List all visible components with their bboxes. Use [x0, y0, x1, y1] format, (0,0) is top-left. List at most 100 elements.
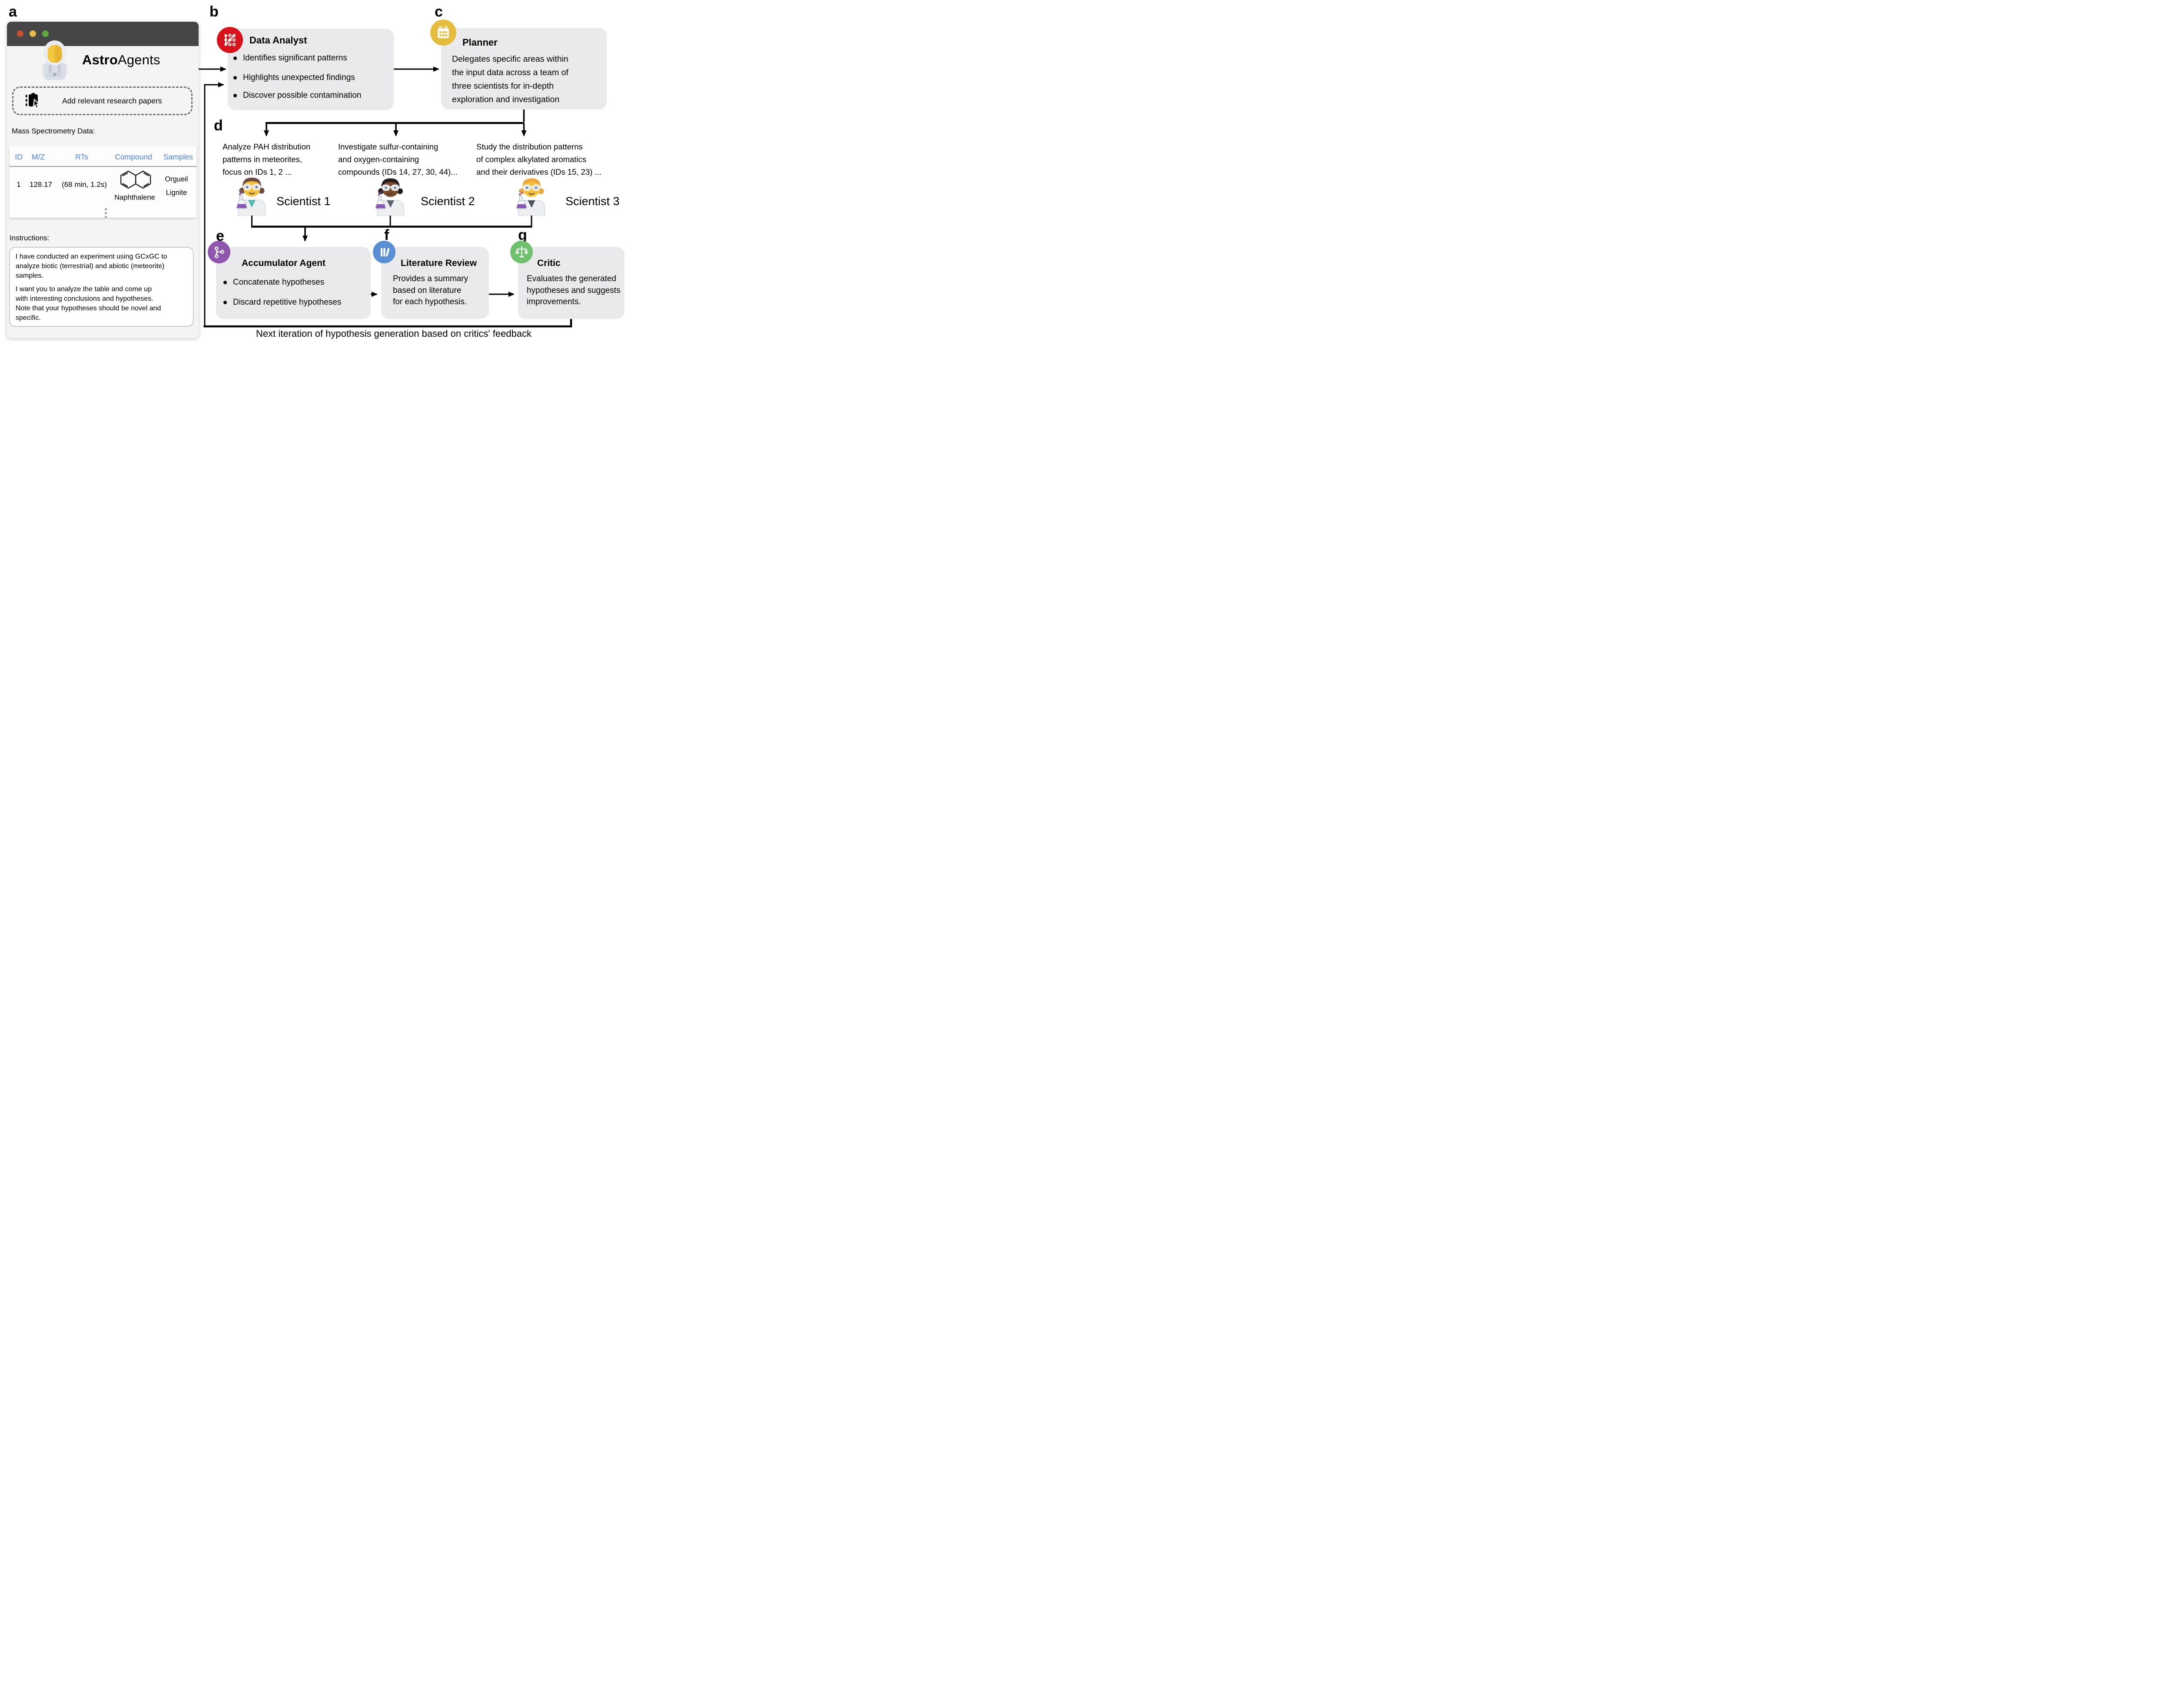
task-line: compounds (IDs 14, 27, 30, 44)...: [338, 167, 458, 176]
zoom-window-button[interactable]: [42, 30, 49, 37]
scientist2-avatar-icon: [369, 175, 412, 216]
more-rows-ellipsis-icon: [104, 206, 107, 220]
task-line: Study the distribution patterns: [476, 142, 583, 151]
instructions-textbox[interactable]: I have conducted an experiment using GCx…: [9, 247, 194, 327]
bullet-text: Highlights unexpected findings: [243, 73, 355, 82]
critic-description: Evaluates the generated hypotheses and s…: [527, 273, 621, 308]
planner-line: the input data across a team of: [452, 68, 568, 77]
litreview-line: based on literature: [393, 286, 462, 295]
planner-line: three scientists for in-depth: [452, 81, 554, 91]
accumulator-bullet: Concatenate hypotheses: [223, 278, 324, 287]
close-window-button[interactable]: [17, 30, 23, 37]
panel-label-c: c: [435, 3, 443, 20]
bullet-text: Discover possible contamination: [243, 91, 362, 100]
calendar-icon: [430, 20, 456, 46]
instructions-line: I want you to analyze the table and come…: [16, 286, 152, 293]
critic-line: improvements.: [527, 297, 581, 306]
data-analyst-bullet: Discover possible contamination: [233, 91, 361, 100]
instructions-line: samples.: [16, 272, 44, 279]
task-line: and oxygen-containing: [338, 155, 419, 164]
data-analyst-box: [228, 29, 394, 110]
task-line: and their derivatives (IDs 15, 23) ...: [476, 167, 601, 176]
table-header-divider: [10, 166, 196, 167]
cell-mz: 128.17: [30, 180, 52, 189]
line-feedback-bottom: [203, 319, 572, 328]
task-line: Investigate sulfur-containing: [338, 142, 439, 151]
bullet-text: Discard repetitive hypotheses: [233, 298, 342, 307]
literature-review-description: Provides a summary based on literature f…: [393, 273, 468, 308]
critic-box: [518, 247, 625, 319]
app-title: AstroAgents: [82, 52, 160, 68]
instructions-line: with interesting conclusions and hypothe…: [16, 295, 153, 302]
bullet-text: Identifies significant patterns: [243, 53, 347, 63]
scientist2-task: Investigate sulfur-containing and oxygen…: [338, 140, 458, 178]
app-window: AstroAgents Add relevant research papers…: [7, 22, 199, 338]
planner-line: Delegates specific areas within: [452, 54, 568, 64]
add-papers-label: Add relevant research papers: [62, 96, 162, 105]
accumulator-title: Accumulator Agent: [242, 258, 326, 268]
scientist2-label: Scientist 2: [421, 195, 475, 208]
cell-sample-2: Lignite: [166, 189, 187, 197]
git-branch-icon: [208, 241, 230, 263]
scientist1-avatar-icon: [230, 174, 273, 216]
scientist1-label: Scientist 1: [276, 195, 331, 208]
cell-compound-name: Naphthalene: [114, 193, 155, 202]
scales-icon: [510, 241, 533, 263]
scientist3-label: Scientist 3: [565, 195, 620, 208]
cell-sample-1: Orgueil: [165, 175, 188, 183]
pattern-analysis-icon: [217, 27, 243, 53]
critic-line: hypotheses and suggests: [527, 286, 621, 295]
planner-description: Delegates specific areas within the inpu…: [452, 53, 568, 106]
ms-data-table: ID M/Z RTs Compound Samples 1 128.17 (68…: [10, 146, 196, 218]
instructions-line: I have conducted an experiment using GCx…: [16, 253, 167, 260]
app-logo-row: AstroAgents: [38, 39, 181, 81]
critic-title: Critic: [537, 258, 561, 268]
panel-label-g: g: [518, 227, 527, 243]
col-header-mz: M/Z: [31, 153, 45, 161]
add-papers-button[interactable]: Add relevant research papers: [12, 86, 193, 115]
app-title-regular: Agents: [117, 52, 160, 67]
col-header-compound: Compound: [115, 153, 152, 161]
literature-review-title: Literature Review: [401, 258, 477, 268]
col-header-id: ID: [15, 153, 23, 161]
scientist1-task: Analyze PAH distribution patterns in met…: [223, 140, 310, 178]
planner-line: exploration and investigation: [452, 95, 560, 104]
planner-title: Planner: [462, 37, 498, 48]
task-line: focus on IDs 1, 2 ...: [223, 167, 292, 176]
panel-label-a: a: [9, 3, 17, 20]
ms-data-label: Mass Spectrometry Data:: [12, 127, 95, 135]
paste-cursor-icon: [26, 93, 40, 109]
panel-label-b: b: [209, 3, 219, 20]
data-analyst-bullet: Highlights unexpected findings: [233, 73, 355, 83]
task-line: patterns in meteorites,: [223, 155, 302, 164]
cell-rts: (68 min, 1.2s): [62, 180, 107, 189]
litreview-line: Provides a summary: [393, 274, 468, 283]
planner-box: [441, 28, 607, 110]
scientist3-avatar-icon: [510, 175, 553, 216]
astronaut-logo-icon: [42, 40, 68, 80]
window-titlebar: [7, 22, 199, 46]
instructions-line: analyze biotic (terrestrial) and abiotic…: [16, 263, 165, 270]
critic-line: Evaluates the generated: [527, 274, 616, 283]
scientist3-task: Study the distribution patterns of compl…: [476, 140, 601, 178]
panel-label-f: f: [384, 227, 389, 243]
col-header-samples: Samples: [163, 153, 193, 161]
litreview-line: for each hypothesis.: [393, 297, 467, 306]
instructions-line: specific.: [16, 314, 41, 322]
naphthalene-structure-icon: [120, 170, 151, 189]
literature-review-box: [381, 247, 489, 319]
instructions-label: Instructions:: [10, 234, 50, 242]
task-line: of complex alkylated aromatics: [476, 155, 586, 164]
figure-canvas: a b c d e f g AstroAgents: [0, 0, 626, 342]
panel-label-d: d: [214, 117, 223, 134]
minimize-window-button[interactable]: [30, 30, 36, 37]
cell-id: 1: [17, 180, 21, 189]
accumulator-box: [216, 247, 371, 319]
feedback-loop-note: Next iteration of hypothesis generation …: [256, 328, 532, 339]
data-analyst-title: Data Analyst: [249, 35, 307, 46]
instructions-line: Note that your hypotheses should be nove…: [16, 305, 161, 312]
task-line: Analyze PAH distribution: [223, 142, 311, 151]
app-title-bold: Astro: [82, 52, 118, 67]
col-header-rts: RTs: [75, 153, 88, 161]
bullet-text: Concatenate hypotheses: [233, 278, 325, 287]
